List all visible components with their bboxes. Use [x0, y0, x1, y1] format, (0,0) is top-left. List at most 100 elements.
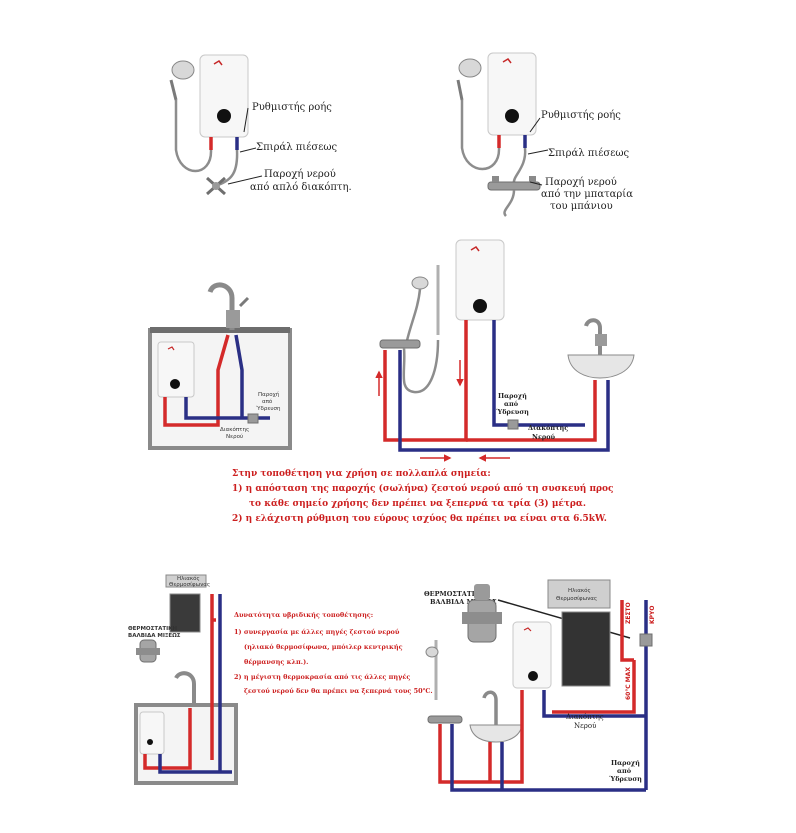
fig2-shower-hose	[460, 100, 501, 171]
hybrid-item: θέρμανσης κλπ.).	[244, 658, 308, 666]
notes-item: 2) η ελάχιστη ρύθμιση του εύρους ισχύος …	[232, 513, 607, 524]
fig1-flow-regulator-label: Ρυθμιστής ροής	[252, 102, 332, 113]
fig2-supply-label: Παροχή νερού	[545, 177, 617, 188]
fig4-hot-pipe-to-shower	[383, 320, 468, 442]
fig6-thermostatic-valve-icon	[462, 584, 502, 643]
fig6-switch-label: Διακόπτης	[566, 713, 604, 721]
fig4-bath-mixer-icon	[379, 339, 440, 394]
fig3-supply-label: Παροχή	[258, 391, 280, 398]
notes-item: 1) η απόσταση της παροχής (σωλήνα) ζεστο…	[232, 483, 614, 494]
fig4-supply-label: Ύδρευση	[495, 408, 529, 416]
fig6-cold-vertical-label: ΚΡΥΟ	[649, 606, 656, 625]
fig3-supply-label: από	[262, 398, 273, 405]
fig1-water-heater-unit	[199, 54, 249, 138]
fig4-shutoff-valve-icon	[507, 419, 519, 430]
fig6-water-heater-unit	[512, 621, 552, 689]
fig2-supply-label: από την μπαταρία	[541, 189, 633, 200]
fig3-supply-label: Ύδρευση	[255, 405, 281, 412]
hybrid-item: (ηλιακό θερμοσίφωνα, μπόιλερ κεντρικής	[244, 642, 403, 651]
fig3-water-heater-unit	[157, 341, 195, 398]
fig4-cold-distribution-pipe	[398, 350, 610, 452]
fig2-pointer-line	[527, 149, 549, 155]
fig6-bath-mixer-icon	[427, 715, 463, 724]
fig6-switch-label: Νερού	[574, 722, 596, 730]
fig1-shower-hose	[174, 100, 213, 173]
fig2-shower-head-icon	[458, 58, 482, 78]
fig1-brand-logo-icon	[213, 60, 223, 66]
fig1-supply-label: από απλό διακόπτη.	[250, 182, 352, 193]
fig5-valve-label: ΘΕΡΜΟΣΤΑΤΙΚΗ	[128, 626, 177, 632]
fig5-solar-label: Ηλιακός	[177, 575, 200, 582]
fig2-spiral-hose	[512, 147, 527, 185]
fig6-control-knob-icon	[528, 671, 538, 681]
fig3-switch-label: Διακόπτης	[220, 426, 249, 433]
fig2-control-knob-icon	[505, 109, 519, 123]
fig1-tap-icon	[206, 176, 226, 196]
fig2-pointer-line	[529, 181, 543, 186]
fig3-brand-logo-icon	[167, 346, 175, 351]
fig2-pressure-spiral-label: Σπιράλ πιέσεως	[548, 148, 630, 159]
fig1-shower-head-icon	[171, 60, 195, 80]
fig6-hot-pipe-to-heater	[552, 660, 636, 714]
fig3-sink-faucet-icon	[207, 282, 250, 330]
fig1-control-knob-icon	[217, 109, 231, 123]
fig6-cold-pipe	[542, 690, 646, 718]
hybrid-heading: Δυνατότητα υβριδικής τοποθέτησης:	[234, 611, 373, 619]
fig2-water-heater-unit	[487, 52, 537, 136]
fig6-supply-label: από	[617, 767, 632, 775]
fig1-pointer-line	[227, 175, 263, 185]
fig6-valve-label: ΘΕΡΜΟΣΤΑΤΙΚΗ	[424, 590, 487, 598]
fig6-supply-label: Παροχή	[611, 759, 640, 767]
fig1-simple-tap-installation: Ρυθμιστής ροής Σπιράλ πιέσεως Παροχή νερ…	[169, 54, 352, 196]
fig6-hot-vertical-label: ΖΕΣΤΟ	[625, 602, 632, 624]
fig2-flow-regulator-label: Ρυθμιστής ροής	[541, 110, 621, 121]
fig4-switch-label: Νερού	[532, 433, 556, 441]
multipoint-notes: Στην τοποθέτηση για χρήση σε πολλαπλά ση…	[232, 468, 614, 524]
fig6-hot-pipe	[620, 600, 634, 662]
fig1-shower-handle	[169, 79, 178, 101]
fig6-valve-label: ΒΑΛΒΙΔΑ ΜΙΞΕΩΣ	[430, 598, 497, 606]
fig4-washbasin-icon	[567, 318, 635, 379]
fig4-supply-label: από	[504, 400, 519, 408]
fig5-hybrid-installation: Ηλιακός Θερμοσίφωνας ΘΕΡΜΟΣΤΑΤΙΚΗ ΒΑΛΒΙΔ…	[128, 574, 238, 785]
fig5-hot-pipe	[210, 594, 216, 760]
fig1-pressure-spiral-label: Σπιράλ πιέσεως	[256, 142, 338, 153]
fig6-solar-label: Θερμοσίφωνας	[556, 595, 597, 602]
fig6-solar-panel	[561, 611, 611, 687]
fig2-bath-mixer-icon	[487, 176, 541, 217]
fig1-pointer-line	[239, 147, 257, 153]
fig3-cold-riser	[234, 334, 244, 418]
fig6-solar-label: Ηλιακός	[568, 587, 591, 594]
fig6-brand-logo-icon	[523, 627, 532, 632]
fig6-solar-tank	[547, 579, 611, 609]
notes-item: το κάθε σημείο χρήσης δεν πρέπει να ξεπε…	[249, 498, 586, 509]
hybrid-item: 1) συνεργασία με άλλες πηγές ζεστού νερο…	[234, 627, 400, 636]
hybrid-notes: Δυνατότητα υβριδικής τοποθέτησης: 1) συν…	[234, 611, 433, 695]
fig3-control-knob-icon	[170, 379, 180, 389]
fig4-cold-supply-pipe	[492, 320, 585, 427]
hybrid-item: 2) η μέγιστη θερμοκρασία από τις άλλες π…	[234, 672, 410, 681]
fig6-shower-rail-icon	[425, 640, 439, 700]
fig5-cold-pipe	[158, 754, 232, 774]
notes-heading: Στην τοποθέτηση για χρήση σε πολλαπλά ση…	[232, 468, 491, 479]
fig4-multipoint-installation: Παροχή από Ύδρευση Διακόπτης Νερού	[375, 239, 635, 462]
fig4-water-heater-unit	[455, 239, 505, 321]
fig3-under-sink-installation: Παροχή από Ύδρευση Διακόπτης Νερού	[148, 282, 292, 450]
fig5-solar-label: Θερμοσίφωνας	[169, 581, 210, 588]
fig5-valve-label: ΒΑΛΒΙΔΑ ΜΙΞΕΩΣ	[128, 633, 181, 639]
fig6-supply-label: Ύδρευση	[608, 775, 642, 783]
fig5-solar-tank	[165, 574, 207, 588]
fig5-control-knob-icon	[147, 739, 153, 745]
fig1-pointer-line	[243, 107, 249, 133]
fig3-shutoff-valve-icon	[247, 413, 259, 424]
fig2-pointer-line	[529, 117, 541, 133]
fig4-hot-pipe-to-basin	[466, 380, 597, 442]
fig3-hot-pipe	[163, 334, 230, 427]
fig5-thermostatic-valve-icon	[136, 639, 160, 663]
fig4-shower-rail-icon	[404, 265, 440, 346]
hybrid-item: ζεστού νερού δεν θα πρέπει να ξεπερνά το…	[244, 687, 433, 695]
fig6-cold-distribution	[450, 724, 646, 792]
fig5-hot-pipe-local	[143, 708, 192, 770]
fig1-supply-label: Παροχή νερού	[264, 169, 336, 180]
